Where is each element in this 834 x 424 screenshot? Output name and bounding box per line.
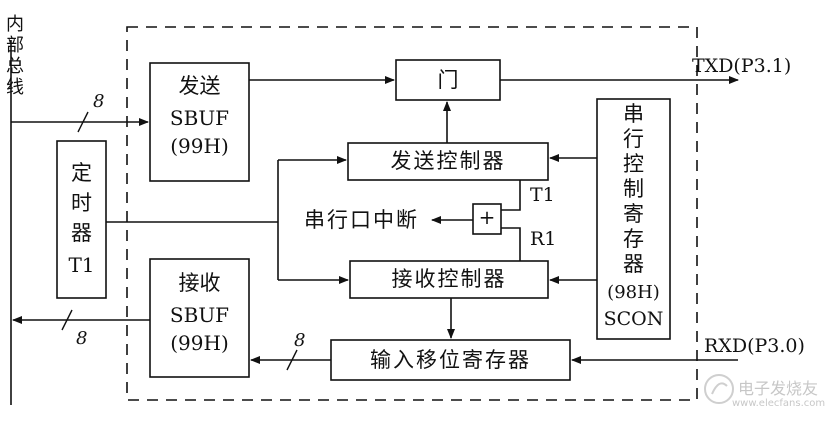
watermark-url: www.elecfans.com bbox=[732, 398, 826, 409]
timer-char-1: 定 bbox=[71, 161, 92, 185]
or-gate-symbol: + bbox=[478, 205, 496, 229]
gate-label: 门 bbox=[437, 68, 459, 92]
send-sbuf-name: SBUF bbox=[169, 106, 230, 130]
shift-register-box bbox=[330, 339, 571, 381]
recv-sbuf-title: 接收 bbox=[178, 271, 221, 295]
recv-controller-label: 接收控制器 bbox=[391, 267, 507, 291]
watermark-text: 电子发烧友 bbox=[738, 379, 819, 398]
send-sbuf-address: (99H) bbox=[170, 134, 229, 158]
shift-register-label: 输入移位寄存器 bbox=[370, 348, 531, 372]
send-sbuf-box bbox=[149, 62, 250, 182]
send-controller-box bbox=[347, 142, 549, 181]
watermark-logo-icon bbox=[704, 374, 734, 404]
bus-slash-rx bbox=[61, 309, 73, 331]
scon-char-1: 串 bbox=[623, 102, 644, 126]
timer-char-2: 时 bbox=[71, 191, 92, 215]
r1-flag-label: R1 bbox=[530, 228, 557, 250]
timer-box bbox=[56, 140, 107, 299]
bus-width-tx-label: 8 bbox=[93, 91, 105, 112]
scon-name: SCON bbox=[603, 308, 664, 330]
timer-name: T1 bbox=[68, 253, 95, 277]
scon-char-3: 控 bbox=[623, 152, 644, 176]
or-gate-box bbox=[472, 203, 502, 235]
scon-address: (98H) bbox=[607, 282, 660, 303]
r1-to-or-line bbox=[501, 227, 521, 261]
send-sbuf-title: 发送 bbox=[178, 74, 221, 98]
timer-char-3: 器 bbox=[71, 221, 92, 245]
recv-sbuf-address: (99H) bbox=[170, 331, 229, 355]
t1-flag-label: T1 bbox=[530, 184, 555, 206]
scon-char-7: 器 bbox=[623, 252, 644, 276]
scon-char-4: 制 bbox=[623, 177, 644, 201]
recv-sbuf-box bbox=[149, 258, 250, 378]
bus-slash-shift bbox=[286, 349, 298, 371]
internal-bus-label: 内部总线 bbox=[6, 14, 24, 98]
recv-sbuf-name: SBUF bbox=[169, 303, 230, 327]
serial-port-boundary bbox=[126, 26, 698, 401]
scon-char-2: 行 bbox=[623, 127, 644, 151]
scon-char-6: 存 bbox=[623, 227, 644, 251]
bus-width-shift-label: 8 bbox=[294, 330, 306, 351]
scon-box bbox=[596, 98, 671, 340]
txd-label: TXD(P3.1) bbox=[692, 55, 792, 77]
scon-char-5: 寄 bbox=[623, 202, 644, 226]
recv-controller-box bbox=[349, 260, 549, 299]
bus-slash-tx bbox=[77, 111, 89, 133]
rxd-label: RXD(P3.0) bbox=[704, 335, 805, 357]
send-controller-label: 发送控制器 bbox=[390, 149, 506, 173]
serial-interrupt-label: 串行口中断 bbox=[304, 208, 419, 232]
bus-width-rx-label: 8 bbox=[76, 328, 88, 349]
watermark-logo-mark bbox=[711, 382, 728, 395]
t1-to-or-line bbox=[501, 180, 521, 211]
